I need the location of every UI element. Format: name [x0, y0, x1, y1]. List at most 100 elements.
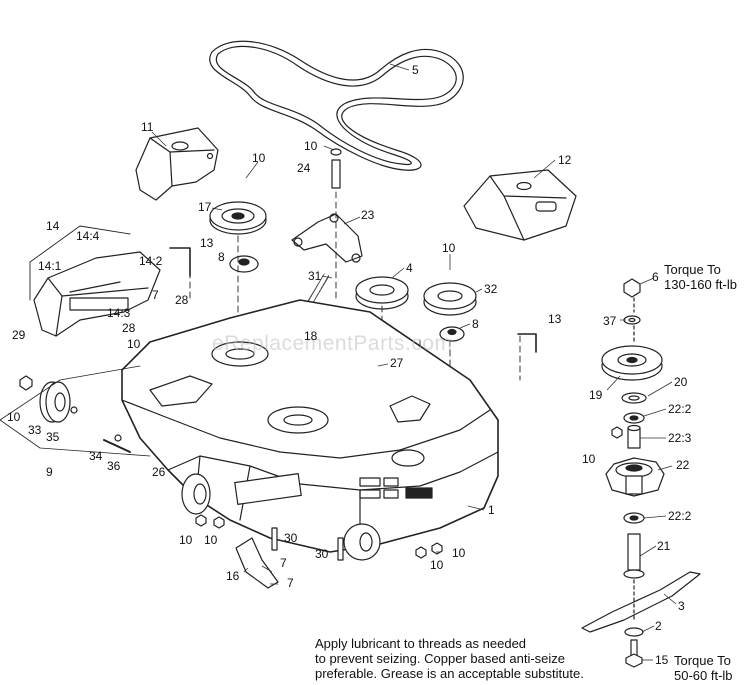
torque-note-bottom: Torque To 50-60 ft-lb: [674, 653, 733, 683]
callout-22-3: 22:3: [668, 431, 692, 445]
callout-10: 10: [452, 546, 466, 560]
idler-arm-23: [291, 213, 363, 263]
blade-washer-2: [624, 627, 644, 637]
callout-7: 7: [280, 556, 287, 570]
callout-14-1: 14:1: [38, 259, 62, 273]
callout-35: 35: [46, 430, 60, 444]
spacer-22-3: [627, 424, 641, 449]
deck-spindle-center: [267, 406, 329, 434]
callout-14-2: 14:2: [139, 254, 163, 268]
belt-cover-left: [135, 127, 219, 201]
callout-10: 10: [127, 337, 141, 351]
torque-note-top: Torque To 130-160 ft-lb: [664, 262, 737, 292]
spacer-20: [621, 392, 647, 404]
callout-10: 10: [582, 452, 596, 466]
drive-belt: [209, 40, 464, 171]
callout-36: 36: [107, 459, 121, 473]
deck-wheel-front-right: [343, 523, 381, 561]
callout-7: 7: [152, 288, 159, 302]
callout-14: 14: [46, 219, 60, 233]
lubricant-line3: preferable. Grease is an acceptable subs…: [315, 666, 584, 681]
callout-30: 30: [284, 531, 298, 545]
callout-30: 30: [315, 547, 329, 561]
callout-4: 4: [406, 261, 413, 275]
callout-17: 17: [198, 200, 212, 214]
callout-10: 10: [304, 139, 318, 153]
spindle-shaft-21: [623, 533, 645, 579]
mower-blade-3: [581, 571, 701, 633]
deck-spindle-right: [391, 449, 425, 467]
anti-scalp-bracket-14: [33, 251, 161, 337]
torque-top-line1: Torque To: [664, 262, 721, 277]
callout-34: 34: [89, 449, 103, 463]
callout-10: 10: [430, 558, 444, 572]
spindle-housing-22: [605, 457, 665, 497]
belt-cover-right: [463, 169, 577, 241]
callout-10: 10: [7, 410, 21, 424]
callout-20: 20: [674, 375, 688, 389]
bearing-22-2-lower: [623, 512, 645, 524]
callout-5: 5: [412, 63, 419, 77]
torque-top-line2: 130-160 ft-lb: [664, 277, 737, 292]
deck-wheel-front-left: [181, 473, 211, 515]
callout-10: 10: [204, 533, 218, 547]
lubricant-line2: to prevent seizing. Copper based anti-se…: [315, 651, 566, 666]
callout-10: 10: [252, 151, 266, 165]
callout-13: 13: [200, 236, 214, 250]
callout-21: 21: [657, 539, 671, 553]
callout-16: 16: [226, 569, 240, 583]
torque-bottom-line1: Torque To: [674, 653, 731, 668]
callout-18: 18: [304, 329, 318, 343]
callout-3: 3: [678, 599, 685, 613]
anti-scalp-wheel-33: [39, 381, 71, 423]
idler-pulley-8: [229, 255, 259, 273]
callout-13: 13: [548, 312, 562, 326]
callout-2: 2: [655, 619, 662, 633]
idler-pulley-32: [423, 282, 477, 316]
callout-33: 33: [28, 423, 42, 437]
callout-32: 32: [484, 282, 498, 296]
callout-11: 11: [141, 120, 154, 134]
torque-bottom-line2: 50-60 ft-lb: [674, 668, 733, 683]
bearing-22-2-upper: [623, 412, 645, 424]
watermark-text: eReplacementParts.com: [212, 332, 453, 355]
deck-spindle-left: [211, 341, 269, 367]
blade-bolt-15: [625, 639, 643, 668]
pulley-17: [209, 201, 267, 235]
bracket-16: [235, 537, 279, 589]
callout-10: 10: [442, 241, 456, 255]
callout-28: 28: [122, 321, 136, 335]
callout-6: 6: [652, 270, 659, 284]
callout-37: 37: [603, 314, 617, 328]
callout-28: 28: [175, 293, 189, 307]
callout-14-4: 14:4: [76, 229, 100, 243]
lubricant-note: Apply lubricant to threads as needed to …: [315, 636, 584, 681]
callout-8: 8: [472, 317, 479, 331]
callout-1: 1: [488, 503, 495, 517]
callout-7: 7: [287, 576, 294, 590]
callout-26: 26: [152, 465, 166, 479]
spacer-24: [330, 148, 342, 189]
callout-24: 24: [297, 161, 311, 175]
callout-29: 29: [12, 328, 26, 342]
callout-12: 12: [558, 153, 572, 167]
callout-27: 27: [390, 356, 404, 370]
lubricant-line1: Apply lubricant to threads as needed: [315, 636, 527, 651]
callout-22: 22: [676, 458, 690, 472]
stud-30a: [271, 527, 278, 551]
idler-pulley-8b: [439, 326, 465, 342]
callout-10: 10: [179, 533, 193, 547]
callout-15: 15: [655, 653, 669, 667]
spindle-pulley-19: [601, 345, 663, 381]
stud-30b: [337, 537, 344, 561]
callout-19: 19: [589, 388, 603, 402]
spindle-nut-6: [623, 278, 641, 298]
callout-9: 9: [46, 465, 53, 479]
callout-22-2: 22:2: [668, 509, 692, 523]
callout-31: 31: [308, 269, 322, 283]
callout-22-2: 22:2: [668, 402, 692, 416]
nut-10-left: [19, 375, 33, 391]
callout-14-3: 14:3: [107, 306, 131, 320]
idler-pulley-4: [355, 276, 409, 310]
